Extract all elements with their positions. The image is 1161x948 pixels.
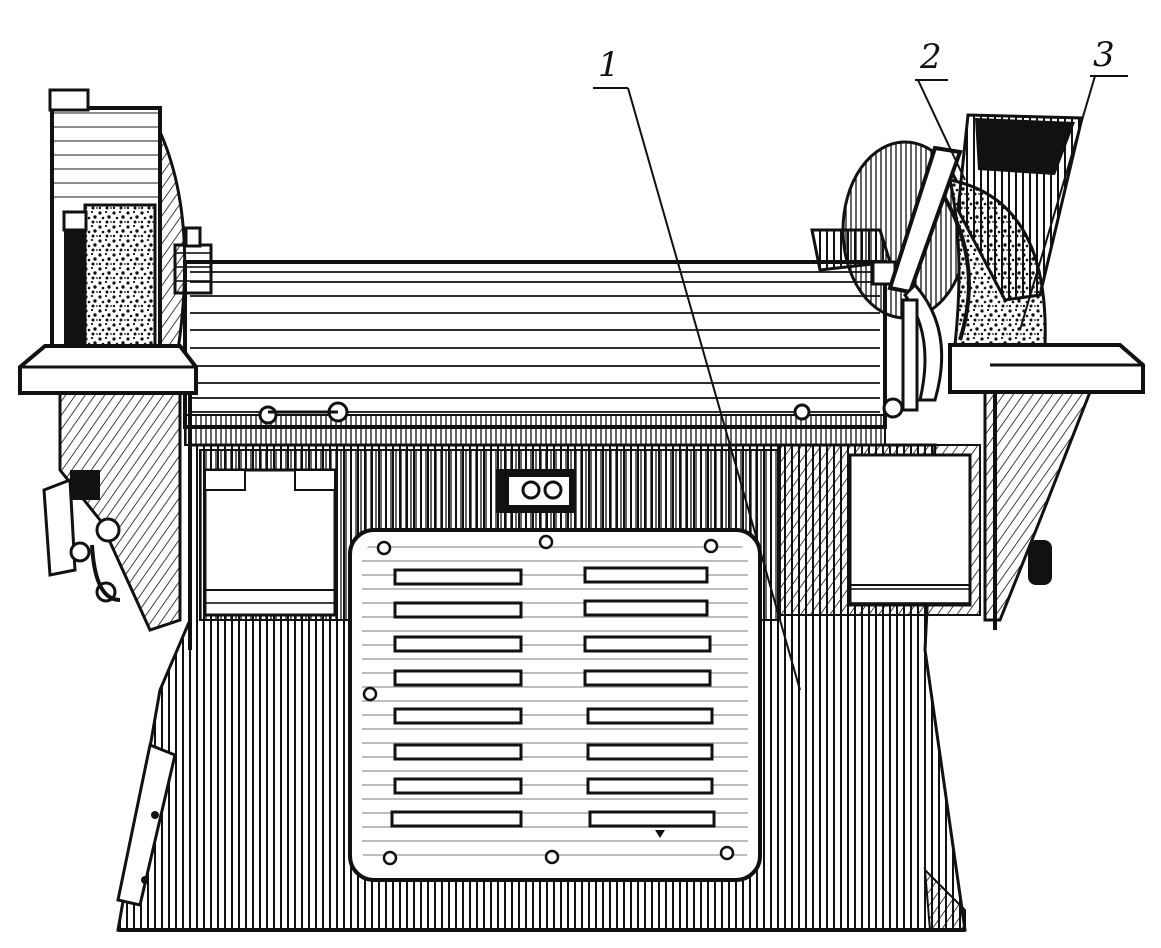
base-foot-left xyxy=(116,742,177,907)
left-grinding-wheel xyxy=(83,203,157,350)
callout-1: 1 xyxy=(593,45,801,691)
callout-label: 2 xyxy=(919,37,942,77)
switch-button-icon[interactable] xyxy=(521,480,541,500)
right-tool-rest[interactable] xyxy=(948,343,1145,394)
panel-screws xyxy=(362,534,735,866)
knob-icon[interactable] xyxy=(69,541,91,563)
knob-icon[interactable] xyxy=(95,517,121,543)
callout-label: 3 xyxy=(1093,35,1115,75)
switch-button-icon[interactable] xyxy=(543,480,563,500)
knob-icon[interactable] xyxy=(882,397,904,419)
motor-housing xyxy=(183,260,904,446)
left-adjust-screw[interactable] xyxy=(69,517,121,603)
knob-icon[interactable] xyxy=(258,405,278,425)
callout-label: 1 xyxy=(598,45,620,85)
left-wheel-assembly xyxy=(18,88,213,650)
callout-2: 2 xyxy=(915,37,966,181)
bolt-icon xyxy=(151,811,159,819)
bolt-icon xyxy=(141,876,149,884)
vent-slots xyxy=(390,566,716,828)
callout-3: 3 xyxy=(1019,35,1128,331)
access-panel xyxy=(348,528,762,882)
knob-icon[interactable] xyxy=(793,403,811,421)
left-tool-rest[interactable] xyxy=(18,344,198,395)
power-switch[interactable] xyxy=(496,469,576,513)
